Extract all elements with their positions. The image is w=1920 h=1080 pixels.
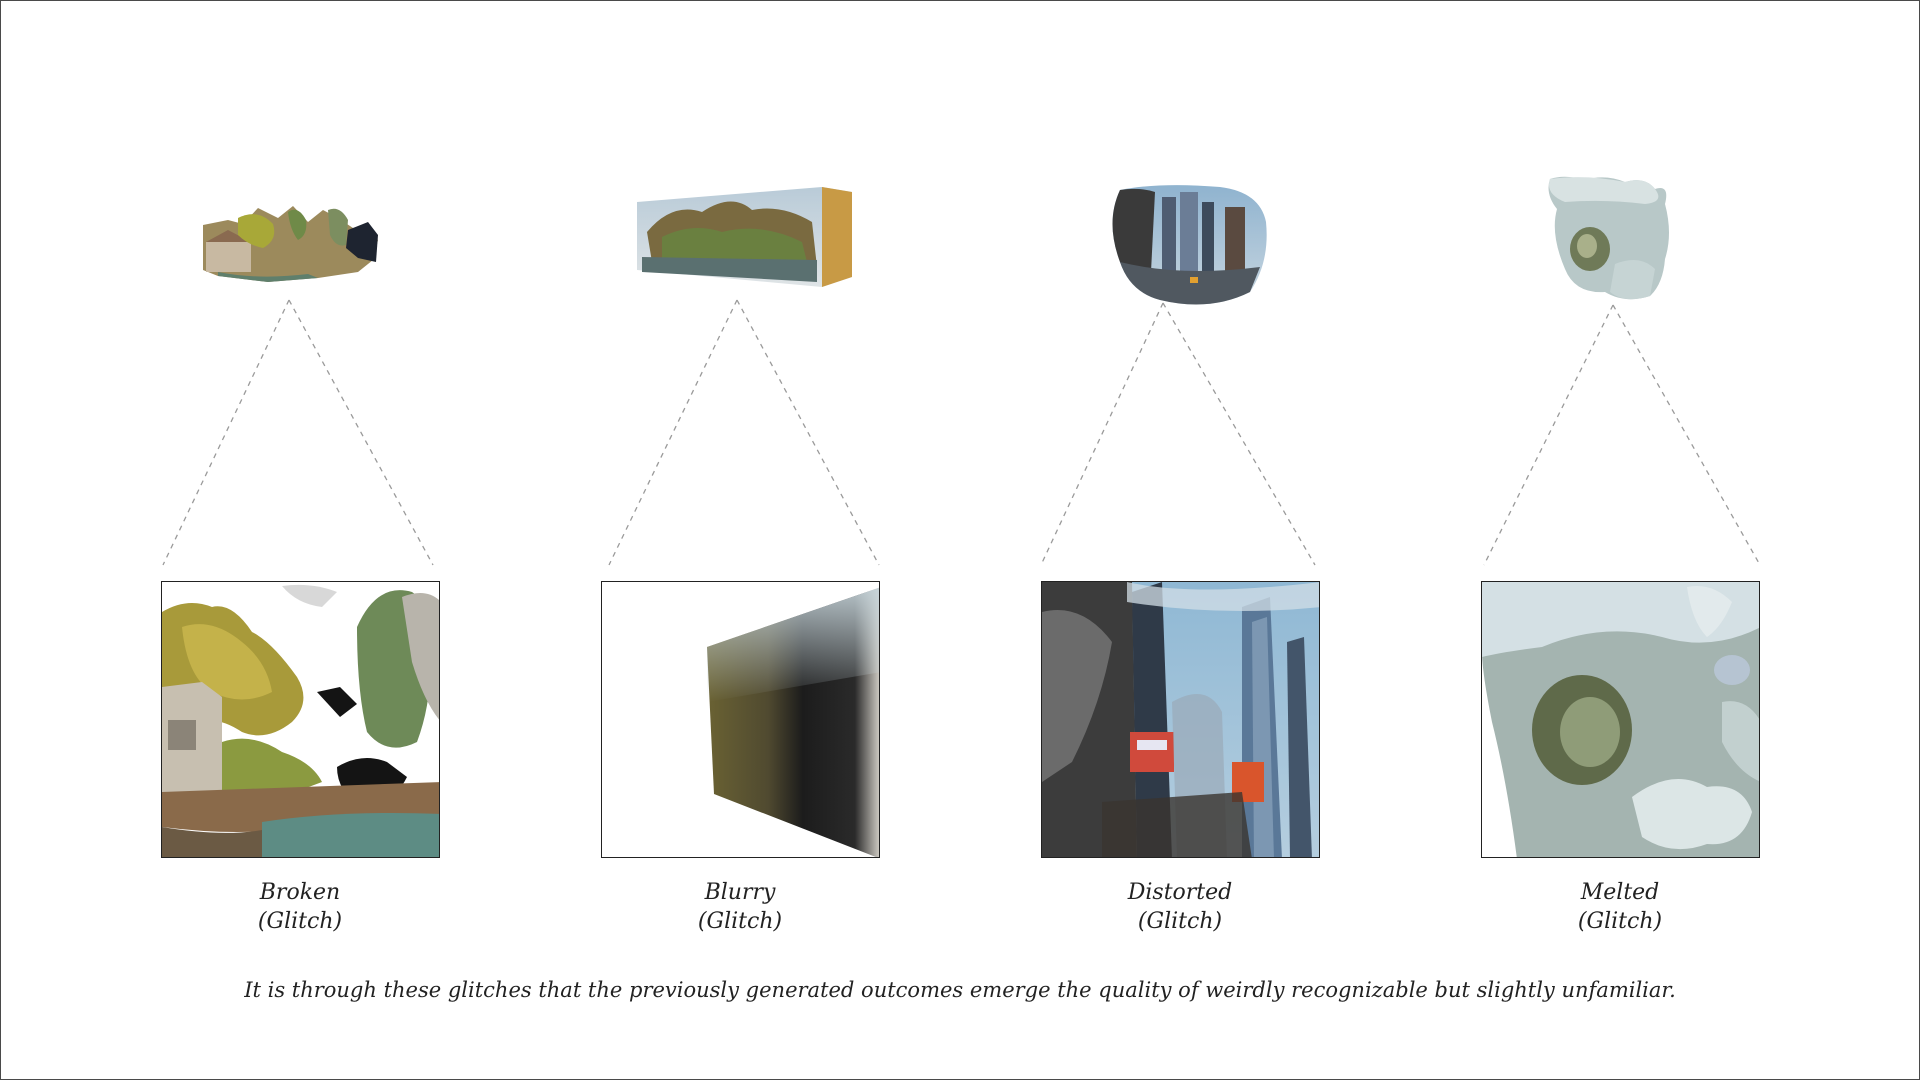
connector-line	[288, 299, 434, 566]
glitch-kind: (Glitch)	[697, 909, 783, 934]
connector-line	[1483, 304, 1614, 566]
connector-line	[162, 299, 290, 566]
connector-line	[608, 299, 738, 566]
glitch-kind: (Glitch)	[1577, 909, 1663, 934]
melted-zoom-panel	[1481, 581, 1760, 858]
caption-melted: Melted (Glitch)	[1460, 878, 1780, 936]
broken-zoom-image	[162, 582, 439, 857]
glitch-name: Distorted	[1127, 880, 1233, 905]
glitch-name: Broken	[259, 880, 341, 905]
broken-zoom-panel	[161, 581, 440, 858]
glitch-kind: (Glitch)	[257, 909, 343, 934]
connector-line	[1040, 302, 1164, 566]
glitch-name: Blurry	[704, 880, 776, 905]
distorted-fragment-thumbnail	[1112, 185, 1267, 305]
melted-zoom-image	[1482, 582, 1759, 857]
caption-distorted: Distorted (Glitch)	[1020, 878, 1340, 936]
figure-caption: It is through these glitches that the pr…	[244, 978, 1676, 1002]
blurry-zoom-panel	[601, 581, 880, 858]
glitch-name: Melted	[1580, 880, 1660, 905]
caption-broken: Broken (Glitch)	[140, 878, 460, 936]
caption-blurry: Blurry (Glitch)	[580, 878, 900, 936]
connector-line	[1162, 302, 1316, 566]
connector-line	[1612, 304, 1761, 566]
blurry-zoom-image	[602, 582, 879, 857]
connector-line	[736, 299, 880, 566]
distorted-zoom-panel	[1041, 581, 1320, 858]
glitch-kind: (Glitch)	[1137, 909, 1223, 934]
distorted-zoom-image	[1042, 582, 1319, 857]
broken-fragment-thumbnail	[203, 206, 378, 282]
blurry-fragment-thumbnail	[637, 187, 852, 287]
melted-fragment-thumbnail	[1548, 176, 1669, 300]
